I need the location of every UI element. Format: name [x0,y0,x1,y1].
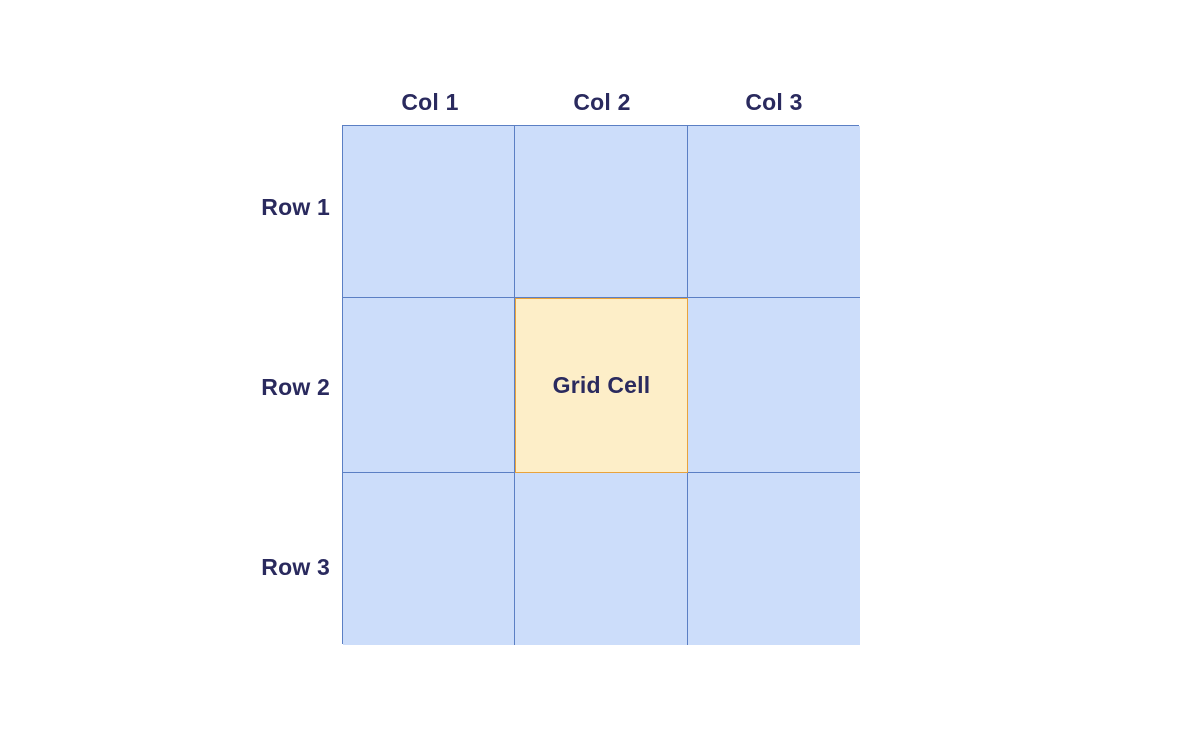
grid-cell-r3c2[interactable] [515,473,688,645]
grid-cell-label: Grid Cell [552,372,651,398]
grid-cell-r2c2-highlighted[interactable]: Grid Cell [515,298,688,473]
grid-cell-r2c3[interactable] [688,298,860,473]
row-header-row-3: Row 3 [261,554,330,580]
row-header-row-2: Row 2 [261,374,330,400]
grid-cell-r3c1[interactable] [343,473,515,645]
grid-container: Grid Cell [342,125,860,645]
grid-cell-r2c1[interactable] [343,298,515,473]
grid-cell-r1c2[interactable] [515,126,688,298]
column-header-col-3: Col 3 [745,89,803,115]
row-header-row-1: Row 1 [261,194,330,220]
grid-cell-r1c1[interactable] [343,126,515,298]
grid-cell-r3c3[interactable] [688,473,860,645]
column-header-col-1: Col 1 [401,89,459,115]
grid-cell-r1c3[interactable] [688,126,860,298]
column-header-col-2: Col 2 [573,89,631,115]
